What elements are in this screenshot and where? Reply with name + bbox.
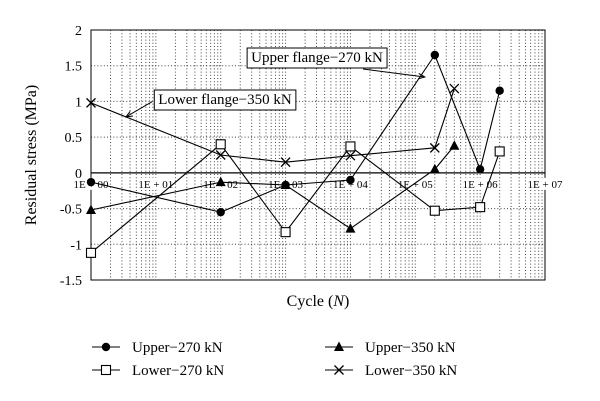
marker-cross xyxy=(429,142,440,153)
legend-item: Lower−270 kN xyxy=(92,363,224,379)
marker-square xyxy=(85,247,97,258)
marker-square xyxy=(345,141,356,152)
marker-triangle xyxy=(280,179,291,189)
marker-cross xyxy=(345,150,356,161)
marker-square xyxy=(475,202,486,213)
marker-cross xyxy=(215,150,226,160)
y-tick-label: -0.5 xyxy=(60,203,82,218)
y-tick-label: 1 xyxy=(75,95,82,110)
legend-item: Lower−350 kN xyxy=(325,363,457,379)
marker-circle xyxy=(86,177,96,187)
annotation-box xyxy=(246,47,388,69)
marker-triangle xyxy=(86,204,96,214)
x-tick-label: 1E + 06 xyxy=(463,179,498,191)
marker-circle xyxy=(346,175,355,185)
annotation: Upper flange−270 kN xyxy=(246,47,427,80)
marker-triangle xyxy=(345,223,356,233)
x-axis-title-suffix: ) xyxy=(344,293,349,310)
y-tick-label: 2 xyxy=(75,24,82,39)
marker-triangle xyxy=(334,341,344,351)
series-group xyxy=(86,50,504,217)
series-line xyxy=(90,88,455,163)
series-layer xyxy=(85,50,505,258)
y-tick-label: -1 xyxy=(70,238,82,253)
plot-frame xyxy=(90,29,546,281)
y-tick-labels: 2 1.5 1 0.5 0 -0.5 -1 -1.5 xyxy=(60,24,82,289)
x-tick-label-backing xyxy=(137,177,174,190)
series-line xyxy=(90,145,455,230)
marker-circle xyxy=(475,165,485,174)
marker-circle xyxy=(216,207,225,217)
marker-triangle xyxy=(429,163,440,174)
series-group xyxy=(85,139,505,258)
marker-circle xyxy=(430,50,440,60)
legend: Upper−270 kN Lower−270 kN Upper−350 kN Lowe… xyxy=(92,340,457,379)
y-tick-label: 1.5 xyxy=(65,60,83,75)
annotation-label: Lower flange−350 kN xyxy=(158,92,292,108)
annotation-arrowhead xyxy=(417,73,427,80)
annotation-label: Upper flange−270 kN xyxy=(251,50,383,66)
marker-circle xyxy=(495,86,504,95)
legend-label: Upper−270 kN xyxy=(132,340,223,356)
legend-item: Upper−350 kN xyxy=(325,340,456,356)
marker-circle xyxy=(101,342,111,352)
legend-label: Lower−270 kN xyxy=(132,363,224,379)
annotation-arrow xyxy=(125,101,153,118)
marker-square xyxy=(494,146,505,157)
x-tick-label: 1E + 01 xyxy=(138,179,173,191)
annotation-layer: Upper flange−270 kN Lower flange−350 kN xyxy=(124,47,427,118)
y-tick-label: 0 xyxy=(75,167,82,182)
annotation-box xyxy=(153,89,297,111)
y-tick-label: -1.5 xyxy=(60,274,82,289)
marker-triangle xyxy=(449,140,460,150)
x-axis-title-variable: N xyxy=(332,293,345,310)
legend-label: Lower−350 kN xyxy=(365,363,457,379)
x-tick-label-backing xyxy=(397,177,434,190)
marker-square xyxy=(280,227,291,238)
grid-layer xyxy=(91,30,545,280)
legend-item: Upper−270 kN xyxy=(92,340,223,356)
x-tick-label: 1E + 05 xyxy=(398,179,433,191)
marker-square xyxy=(100,364,112,376)
marker-cross xyxy=(449,83,460,94)
marker-triangle xyxy=(215,176,226,187)
x-axis-title: Cycle (N) xyxy=(287,293,350,310)
series-line xyxy=(90,143,501,254)
y-tick-label: 0.5 xyxy=(65,131,83,146)
series-group xyxy=(86,140,460,233)
annotation-arrow xyxy=(362,68,425,78)
x-tick-label: 1E + 04 xyxy=(333,179,368,191)
series-group xyxy=(86,83,460,168)
marker-cross xyxy=(334,365,344,375)
legend-label: Upper−350 kN xyxy=(365,340,456,356)
marker-square xyxy=(215,139,226,150)
marker-cross xyxy=(86,97,96,108)
annotation-arrowhead xyxy=(124,110,134,118)
x-axis-title-prefix: Cycle ( xyxy=(287,293,334,310)
y-axis-title: Residual stress (MPa) xyxy=(23,85,40,225)
x-tick-label: 1E + 07 xyxy=(528,179,563,191)
x-tick-label-backing xyxy=(527,177,563,190)
annotation: Lower flange−350 kN xyxy=(124,89,297,118)
marker-cross xyxy=(280,157,291,168)
marker-square xyxy=(429,205,440,216)
